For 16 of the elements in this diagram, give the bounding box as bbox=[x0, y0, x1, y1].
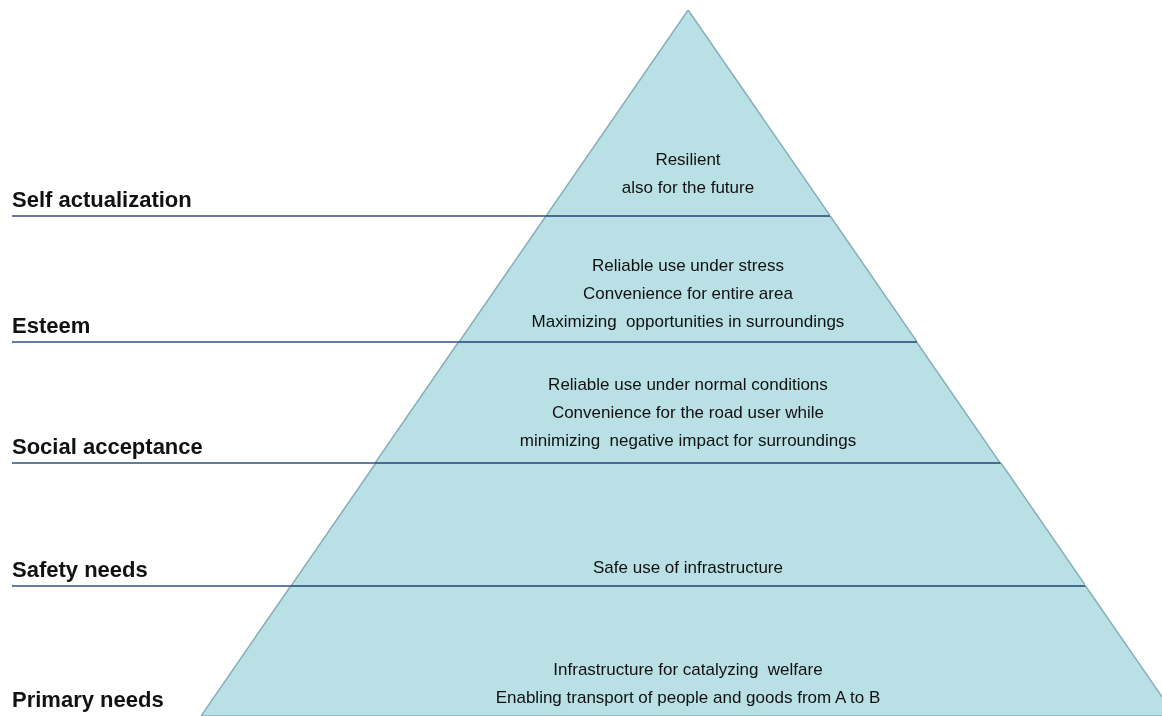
tier-text: Resilient bbox=[655, 149, 721, 171]
tier-text: Infrastructure for catalyzing welfare bbox=[553, 659, 823, 681]
tier-text: Maximizing opportunities in surroundings bbox=[531, 311, 845, 333]
tier-text: Enabling transport of people and goods from A to B bbox=[495, 687, 881, 709]
tier-text: Convenience for the road user while bbox=[551, 402, 825, 424]
tier-text: Reliable use under normal conditions bbox=[548, 374, 828, 396]
level-label: Safety needs bbox=[12, 557, 148, 583]
tier-text: minimizing negative impact for surroundings bbox=[519, 430, 857, 452]
level-label: Self actualization bbox=[12, 187, 192, 213]
tier-text: Safe use of infrastructure bbox=[593, 557, 783, 579]
level-label: Primary needs bbox=[12, 687, 164, 713]
level-label: Esteem bbox=[12, 313, 91, 339]
tier-text: Convenience for entire area bbox=[583, 283, 793, 305]
level-label: Social acceptance bbox=[12, 434, 203, 460]
tier-text: Reliable use under stress bbox=[592, 255, 784, 277]
tier-text: also for the future bbox=[621, 177, 755, 199]
